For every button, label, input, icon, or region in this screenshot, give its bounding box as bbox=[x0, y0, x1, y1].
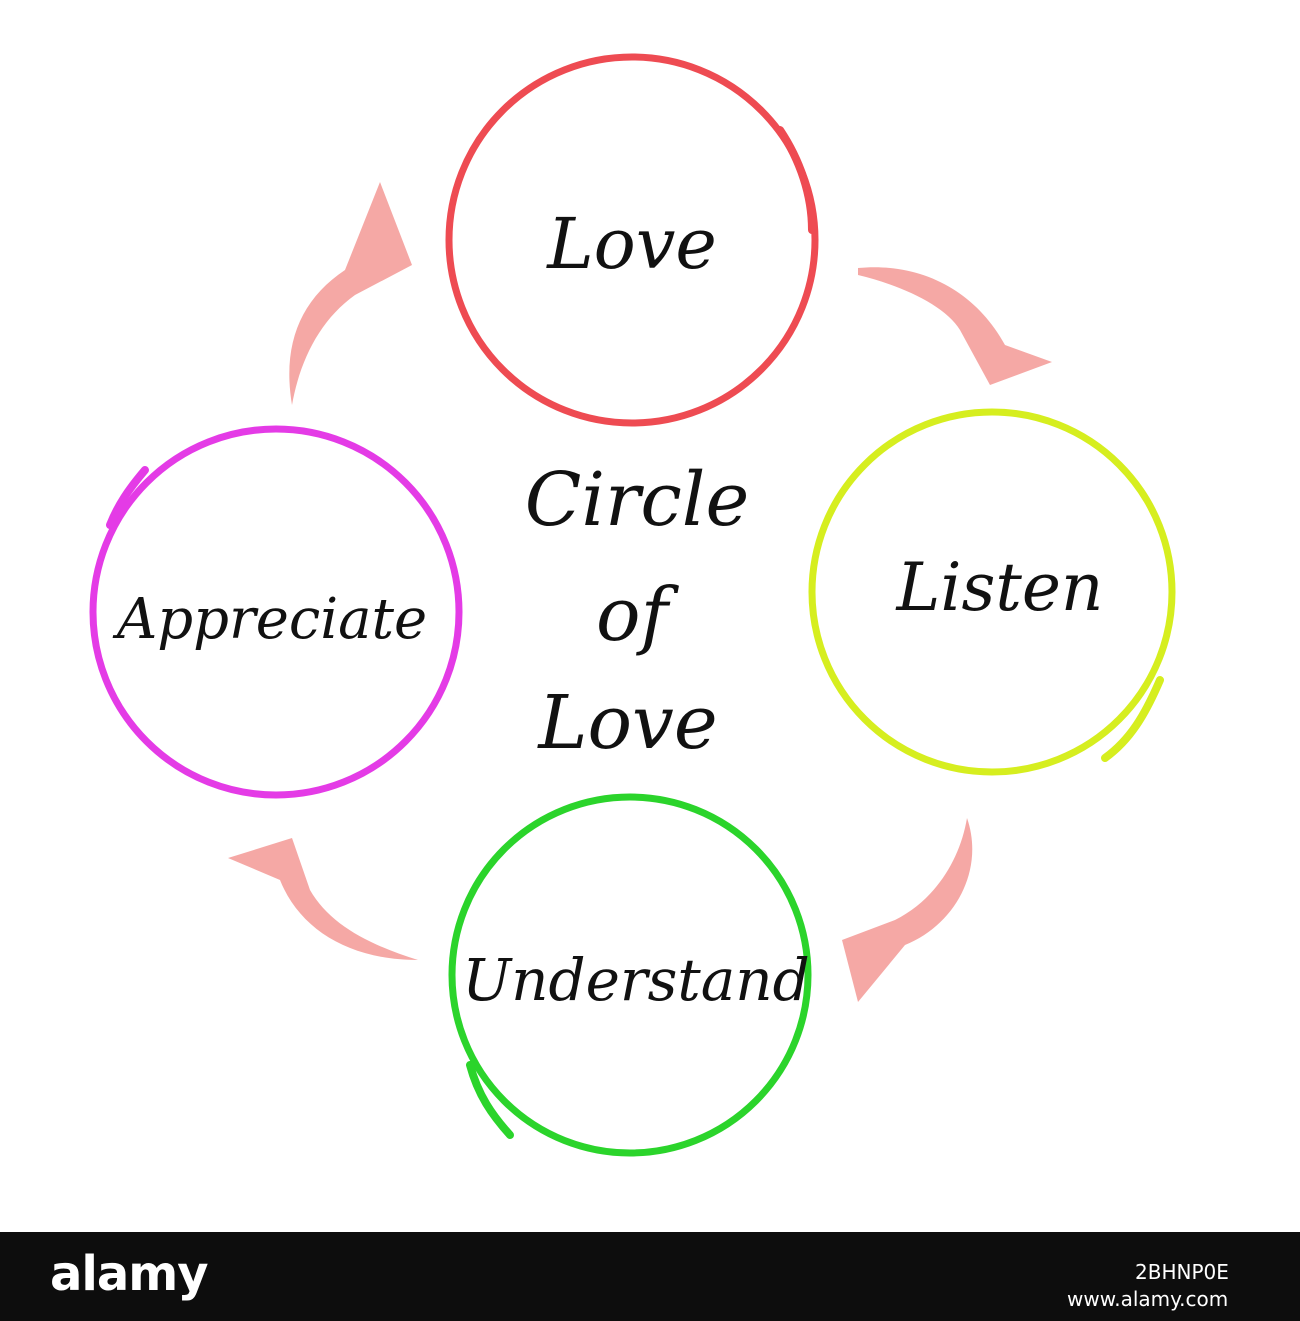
arrow-understand-to-appreciate bbox=[228, 838, 418, 960]
node-appreciate-label: Appreciate bbox=[112, 587, 427, 652]
diagram-canvas: Love Listen Understand Appreciate Circle… bbox=[89, 53, 1176, 1157]
node-understand: Understand bbox=[448, 793, 812, 1157]
node-understand-label: Understand bbox=[462, 946, 810, 1014]
node-appreciate: Appreciate bbox=[89, 425, 463, 799]
footer-url: www.alamy.com bbox=[1067, 1287, 1229, 1311]
node-understand-ring bbox=[448, 793, 812, 1157]
center-title-line-1: Circle bbox=[525, 457, 750, 543]
node-love: Love bbox=[445, 53, 819, 427]
arrow-appreciate-to-love bbox=[289, 182, 412, 405]
node-listen: Listen bbox=[808, 408, 1176, 776]
center-title-line-2: of bbox=[596, 572, 680, 658]
node-listen-stroke-tail bbox=[1101, 676, 1164, 762]
cycle-diagram: Love Listen Understand Appreciate Circle… bbox=[89, 53, 1176, 1157]
node-listen-label: Listen bbox=[896, 549, 1104, 626]
node-appreciate-ring bbox=[89, 425, 463, 799]
center-title: Circle of Love bbox=[525, 457, 750, 766]
arrow-listen-to-understand bbox=[842, 818, 973, 1002]
node-love-label: Love bbox=[545, 203, 717, 285]
watermark-footer-bar: alamy 2BHNP0E www.alamy.com bbox=[0, 1232, 1300, 1321]
center-title-line-3: Love bbox=[536, 680, 717, 766]
node-listen-ring bbox=[808, 408, 1176, 776]
node-love-stroke-tail bbox=[776, 126, 816, 234]
footer-image-id: 2BHNP0E bbox=[1135, 1260, 1229, 1284]
node-appreciate-stroke-tail bbox=[106, 466, 149, 529]
footer-logo: alamy bbox=[50, 1246, 209, 1302]
arrow-love-to-listen bbox=[858, 267, 1052, 385]
node-love-ring bbox=[445, 53, 819, 427]
node-understand-stroke-tail bbox=[466, 1061, 514, 1139]
